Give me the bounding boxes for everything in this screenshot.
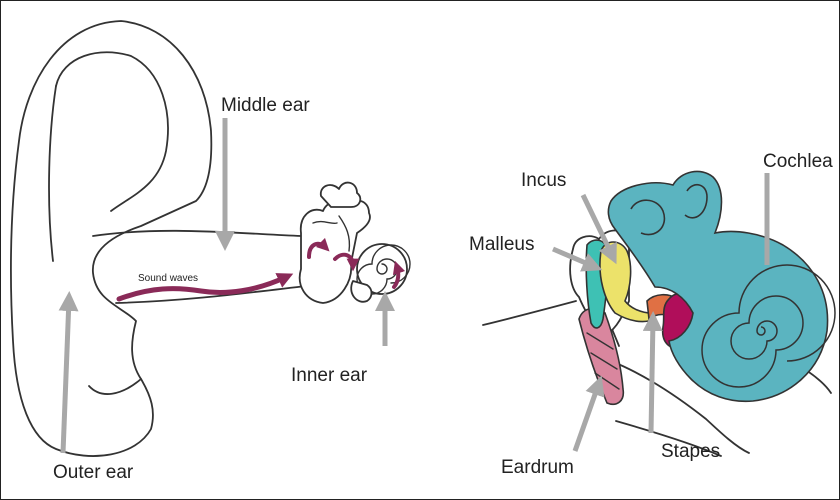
malleus-pointer xyxy=(552,246,603,272)
cochlea-label: Cochlea xyxy=(763,151,833,172)
inner-ear-label: Inner ear xyxy=(291,365,368,386)
cochlea-spiral xyxy=(701,264,836,388)
inner-ear-cochlea-drawing xyxy=(350,243,411,303)
stapes-pointer xyxy=(642,311,663,434)
outer-ear-pointer xyxy=(58,291,79,454)
stapes-label: Stapes xyxy=(661,441,720,462)
inner-sound-arrow-3 xyxy=(392,260,406,289)
semicircular-canal-loop-2 xyxy=(684,184,708,219)
sound-waves-label: Sound waves xyxy=(138,273,198,284)
inner-sound-arrow-2 xyxy=(333,252,360,272)
ear-canal-drawing xyxy=(92,229,307,304)
middle-ear-label: Middle ear xyxy=(221,95,310,116)
outer-ear-label: Outer ear xyxy=(53,462,134,483)
outer-ear-drawing xyxy=(10,20,213,457)
incus-label: Incus xyxy=(521,170,566,191)
malleus-label: Malleus xyxy=(469,234,534,255)
inner-sound-arrow-1 xyxy=(307,237,330,259)
eardrum-pointer xyxy=(572,375,605,452)
sound-wave-arrow xyxy=(116,273,294,302)
semicircular-canal-loop-1 xyxy=(630,199,666,236)
incus-pointer xyxy=(580,193,617,265)
cochlea-shape xyxy=(607,170,829,403)
eardrum-label: Eardrum xyxy=(501,457,574,478)
middle-ear-ossicles-drawing xyxy=(298,181,371,304)
